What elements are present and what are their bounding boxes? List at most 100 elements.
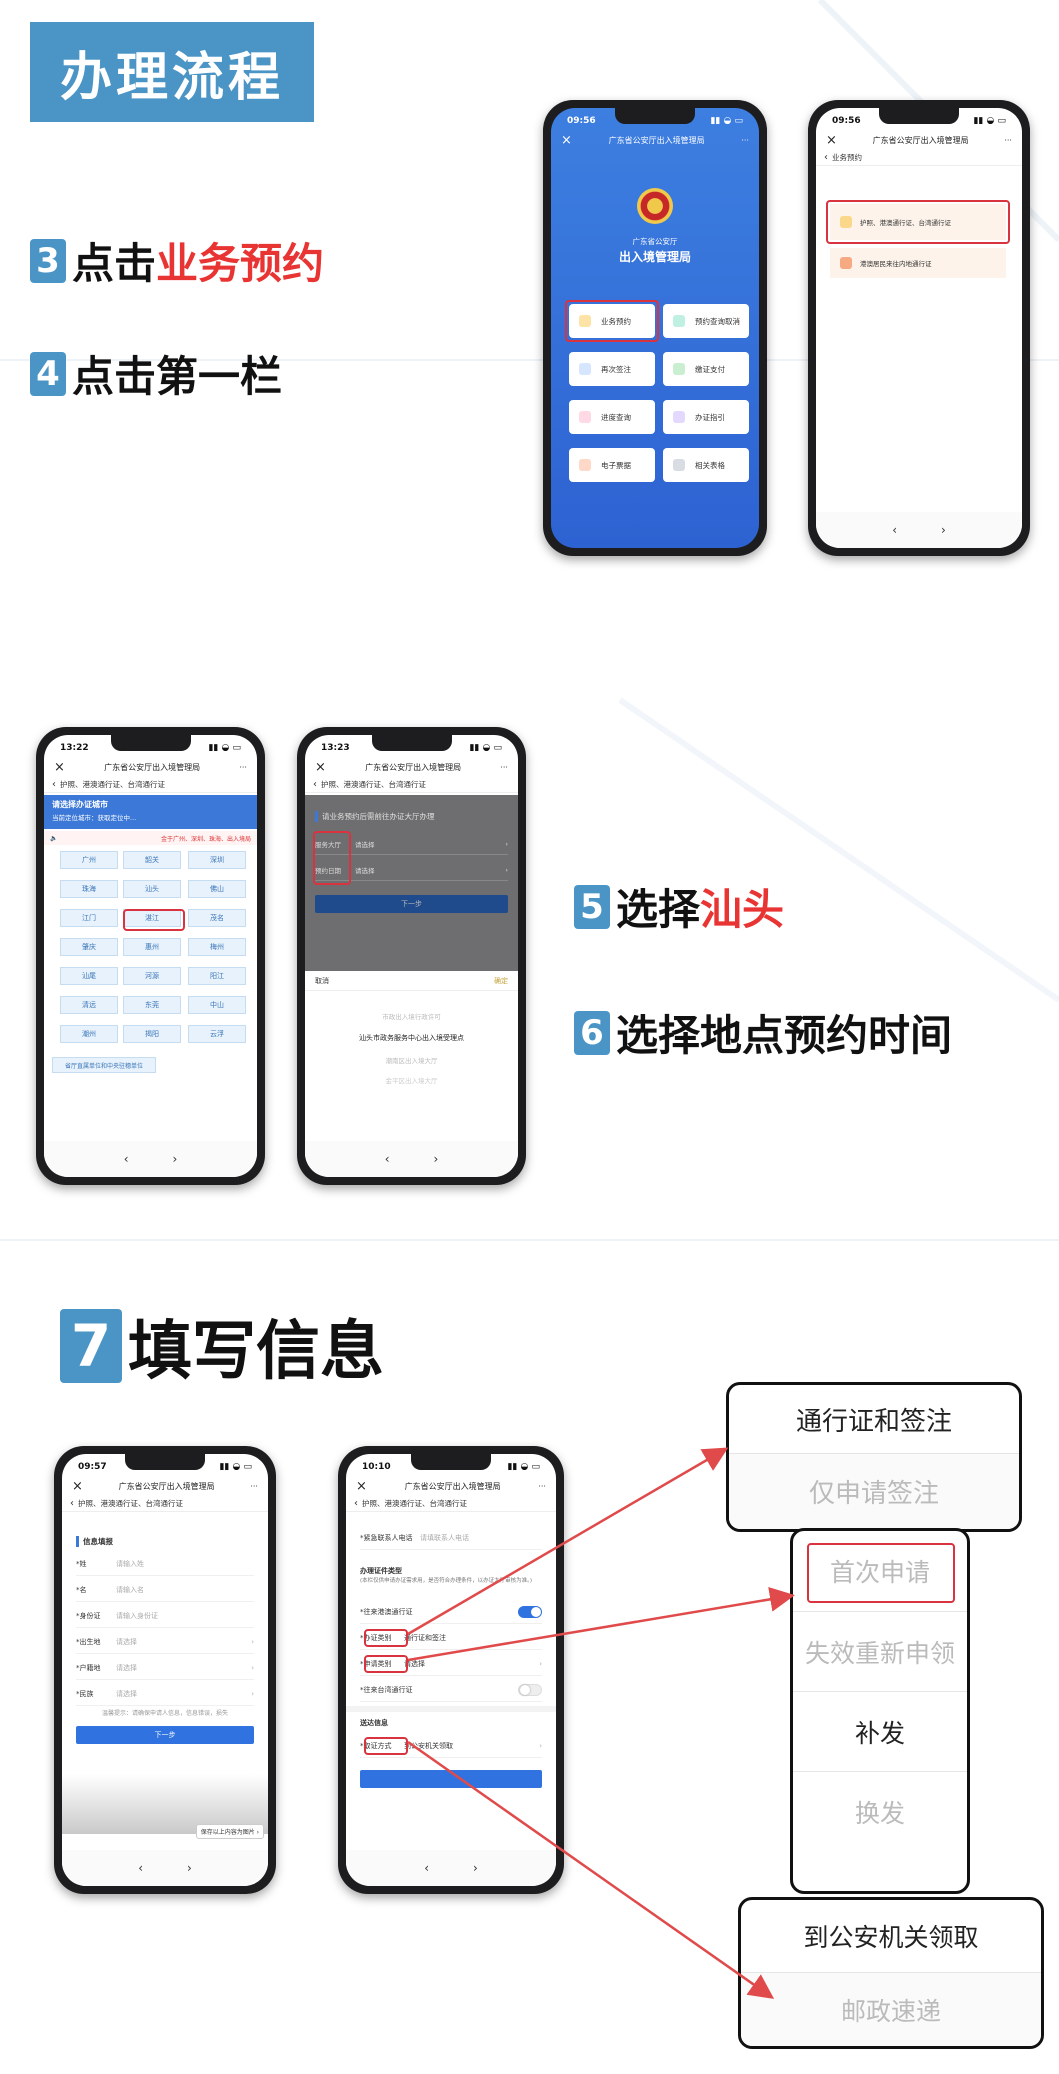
row-value: 请选择: [355, 840, 375, 849]
form-field[interactable]: *身份证请输入身份证: [76, 1604, 254, 1628]
forward-nav-icon[interactable]: ›: [473, 1861, 478, 1875]
tile-payment[interactable]: 缴证支付: [663, 352, 749, 386]
next-button[interactable]: 下一步: [76, 1726, 254, 1744]
picker-option-selected[interactable]: 汕头市政务服务中心出入境受理点: [359, 1034, 464, 1042]
city-option[interactable]: 珠海: [60, 880, 118, 898]
city-option[interactable]: 梅州: [188, 938, 246, 956]
status-icons: ▮▮ ◒ ▭: [507, 1462, 540, 1472]
list-item-hk-resident[interactable]: 港澳居民来往内地通行证: [830, 248, 1006, 278]
date-row[interactable]: 预约日期请选择›: [315, 859, 508, 881]
tile-e-receipt[interactable]: 电子票据: [569, 448, 655, 482]
city-option[interactable]: 潮州: [60, 1025, 118, 1043]
provincial-units-button[interactable]: 省厅直属单位和中央驻穗单位: [52, 1057, 156, 1073]
more-icon[interactable]: ···: [500, 762, 508, 772]
form-field[interactable]: *名请输入名: [76, 1578, 254, 1602]
cancel-button[interactable]: 取消: [315, 976, 329, 985]
city-option[interactable]: 云浮: [188, 1025, 246, 1043]
submit-button[interactable]: [360, 1770, 542, 1788]
tile-guide[interactable]: 办证指引: [663, 400, 749, 434]
close-icon[interactable]: ×: [54, 759, 65, 775]
city-option[interactable]: 江门: [60, 909, 118, 927]
city-option[interactable]: 汕头: [123, 880, 181, 898]
form-field[interactable]: *出生地请选择›: [76, 1630, 254, 1654]
tile-business-appointment[interactable]: 业务预约: [569, 304, 655, 338]
forward-nav-icon[interactable]: ›: [172, 1152, 178, 1166]
step-number: 5: [574, 884, 610, 929]
more-icon[interactable]: ···: [741, 135, 749, 145]
city-option[interactable]: 汕尾: [60, 967, 118, 985]
hall-row[interactable]: 服务大厅请选择›: [315, 833, 508, 855]
form-field[interactable]: *民族请选择›: [76, 1682, 254, 1706]
more-icon[interactable]: ···: [239, 762, 247, 772]
back-icon[interactable]: ‹: [354, 1498, 358, 1509]
city-option[interactable]: 肇庆: [60, 938, 118, 956]
miniapp-title: 广东省公安厅出入境管理局: [365, 762, 462, 772]
option-passport-and-endorsement[interactable]: 通行证和签注: [795, 1406, 952, 1437]
chevron-right-icon: ›: [505, 865, 508, 874]
tile-label: 办证指引: [695, 412, 725, 422]
toggle-off[interactable]: [518, 1683, 542, 1696]
close-icon[interactable]: ×: [356, 1478, 367, 1494]
city-option[interactable]: 佛山: [188, 880, 246, 898]
city-option[interactable]: 清远: [60, 996, 118, 1014]
back-nav-icon[interactable]: ‹: [384, 1152, 390, 1166]
picker-option[interactable]: 潮南区出入境大厅: [385, 1057, 438, 1065]
city-option[interactable]: 东莞: [123, 996, 181, 1014]
tile-appointment-query[interactable]: 预约查询取消: [663, 304, 749, 338]
back-icon[interactable]: ‹: [70, 1498, 74, 1509]
picker-option[interactable]: 金平区出入境大厅: [385, 1077, 438, 1085]
option-endorsement-only[interactable]: 仅申请签注: [729, 1453, 1019, 1529]
more-icon[interactable]: ···: [1004, 135, 1012, 145]
back-icon[interactable]: ‹: [313, 779, 317, 790]
miniapp-title: 广东省公安厅出入境管理局: [608, 135, 705, 145]
back-nav-icon[interactable]: ‹: [138, 1861, 143, 1875]
city-option[interactable]: 揭阳: [123, 1025, 181, 1043]
forward-nav-icon[interactable]: ›: [433, 1152, 439, 1166]
option-reissue[interactable]: 补发: [793, 1691, 967, 1771]
option-first-application[interactable]: 首次申请: [793, 1531, 967, 1611]
close-icon[interactable]: ×: [72, 1478, 83, 1494]
picker-option[interactable]: 市政出入境行政许可: [382, 1013, 441, 1021]
city-option[interactable]: 惠州: [123, 938, 181, 956]
back-icon[interactable]: ‹: [824, 152, 828, 163]
list-item-label: 护照、港澳通行证、台湾通行证: [860, 219, 951, 227]
form-note: 温馨提示：请确保申请人信息，信息错误，损失: [101, 1710, 228, 1717]
list-item-passport[interactable]: 护照、港澳通行证、台湾通行证: [830, 204, 1006, 240]
save-as-image-button[interactable]: 保存以上内容为图片 ›: [195, 1824, 264, 1839]
step-highlight: 业务预约: [156, 239, 325, 288]
city-option[interactable]: 深圳: [188, 851, 246, 869]
city-option[interactable]: 茂名: [188, 909, 246, 927]
close-icon[interactable]: ×: [315, 759, 326, 775]
close-icon[interactable]: ×: [826, 132, 837, 148]
back-icon[interactable]: ‹: [52, 779, 56, 790]
back-nav-icon[interactable]: ‹: [424, 1861, 429, 1875]
city-option[interactable]: 广州: [60, 851, 118, 869]
option-postal-express[interactable]: 邮政速递: [741, 1972, 1041, 2046]
more-icon[interactable]: ···: [538, 1481, 546, 1491]
next-button[interactable]: 下一步: [315, 895, 508, 913]
tile-progress[interactable]: 进度查询: [569, 400, 655, 434]
more-icon[interactable]: ···: [250, 1481, 258, 1491]
forward-nav-icon[interactable]: ›: [941, 523, 946, 537]
city-option[interactable]: 韶关: [123, 851, 181, 869]
form-field[interactable]: *户籍地请选择›: [76, 1656, 254, 1680]
city-option[interactable]: 河源: [123, 967, 181, 985]
city-option[interactable]: 阳江: [188, 967, 246, 985]
close-icon[interactable]: ×: [561, 132, 572, 148]
back-nav-icon[interactable]: ‹: [123, 1152, 129, 1166]
forward-nav-icon[interactable]: ›: [187, 1861, 192, 1875]
tile-label: 缴证支付: [695, 364, 725, 374]
tile-renew-endorsement[interactable]: 再次签注: [569, 352, 655, 386]
option-pickup-at-police[interactable]: 到公安机关领取: [803, 1923, 979, 1952]
emergency-phone-field[interactable]: *紧急联系人电话请填联系人电话: [360, 1526, 542, 1550]
back-nav-icon[interactable]: ‹: [892, 523, 897, 537]
option-reapply-expired[interactable]: 失效重新申领: [793, 1611, 967, 1691]
city-option[interactable]: 中山: [188, 996, 246, 1014]
confirm-button[interactable]: 确定: [494, 976, 508, 985]
option-replace[interactable]: 换发: [793, 1771, 967, 1851]
tile-forms[interactable]: 相关表格: [663, 448, 749, 482]
toggle-on[interactable]: [518, 1605, 542, 1618]
apply-kind-field[interactable]: *申请类别请选择›: [360, 1652, 542, 1676]
form-field[interactable]: *姓请输入姓: [76, 1552, 254, 1576]
tile-label: 电子票据: [601, 460, 631, 470]
